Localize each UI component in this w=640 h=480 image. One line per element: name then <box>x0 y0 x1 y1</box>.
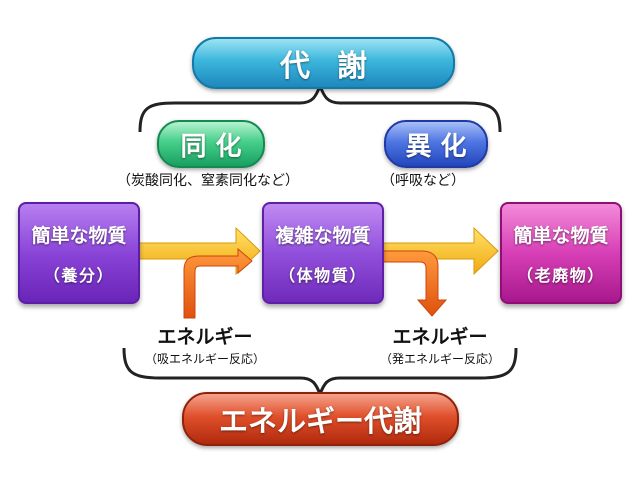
energy-released-title: エネルギー <box>392 326 488 348</box>
box-center-subtitle: （体物質） <box>278 265 367 285</box>
box-left-subtitle: （養分） <box>43 265 115 285</box>
energy-in-arrow <box>183 247 253 319</box>
energy-out-arrow <box>381 250 448 317</box>
box-left-title: 簡単な物質 <box>31 224 127 247</box>
simple-substance-nutrients-box: 簡単な物質 （養分） <box>18 202 140 304</box>
catabolism-pill: 異化 <box>384 120 488 168</box>
simple-substance-waste-box: 簡単な物質 （老廃物） <box>500 202 622 304</box>
complex-substance-body-box: 複雑な物質 （体物質） <box>262 202 384 304</box>
box-right-title: 簡単な物質 <box>513 224 609 247</box>
box-right-subtitle: （老廃物） <box>516 265 605 285</box>
metabolism-title-pill: 代謝 <box>192 37 455 89</box>
energy-absorbed-title: エネルギー <box>157 326 253 348</box>
energy-absorbed-note: （吸エネルギー反応） <box>144 352 265 366</box>
energy-absorbed-label: エネルギー （吸エネルギー反応） <box>130 322 280 367</box>
energy-released-note: （発エネルギー反応） <box>379 352 500 366</box>
catabolism-examples: （呼吸など） <box>381 173 465 189</box>
energy-released-label: エネルギー （発エネルギー反応） <box>365 322 515 367</box>
anabolism-pill: 同化 <box>157 120 265 168</box>
box-center-title: 複雑な物質 <box>275 224 371 247</box>
anabolism-examples: （炭酸同化、窒素同化など） <box>117 173 299 189</box>
energy-metabolism-pill: エネルギー代謝 <box>182 392 459 446</box>
